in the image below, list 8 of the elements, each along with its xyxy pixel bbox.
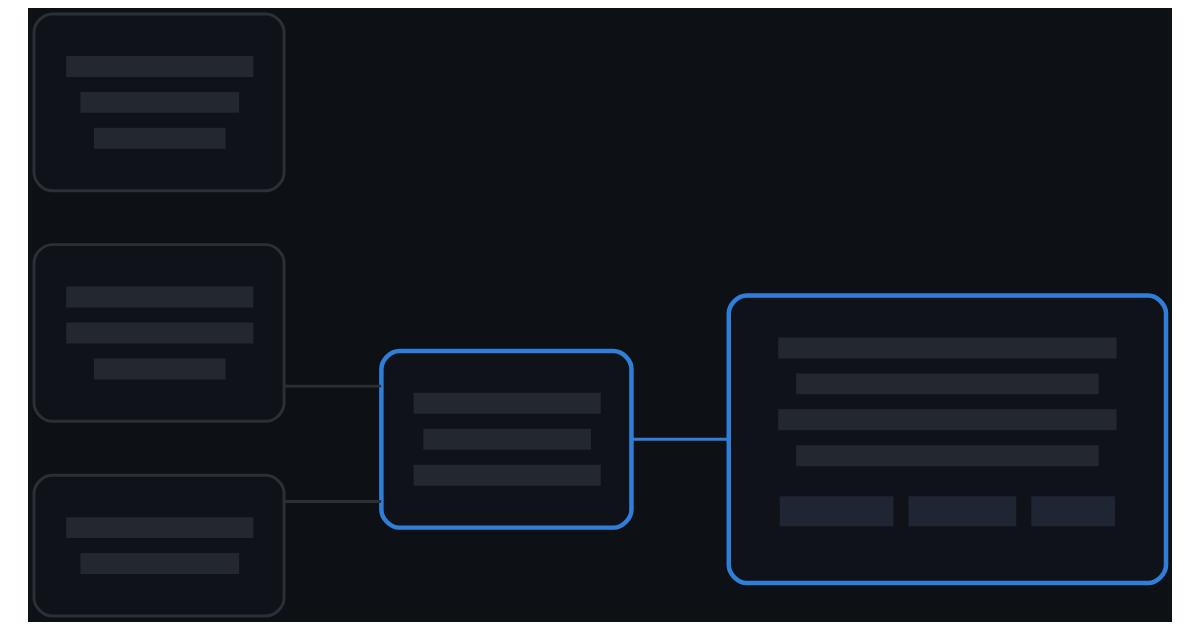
node-box <box>379 348 634 530</box>
node-bubble <box>726 293 1169 586</box>
connector <box>284 499 382 503</box>
node-box <box>32 243 286 423</box>
node-box <box>32 473 286 618</box>
node-box <box>32 12 286 193</box>
connector <box>284 384 382 388</box>
connector <box>631 437 729 441</box>
